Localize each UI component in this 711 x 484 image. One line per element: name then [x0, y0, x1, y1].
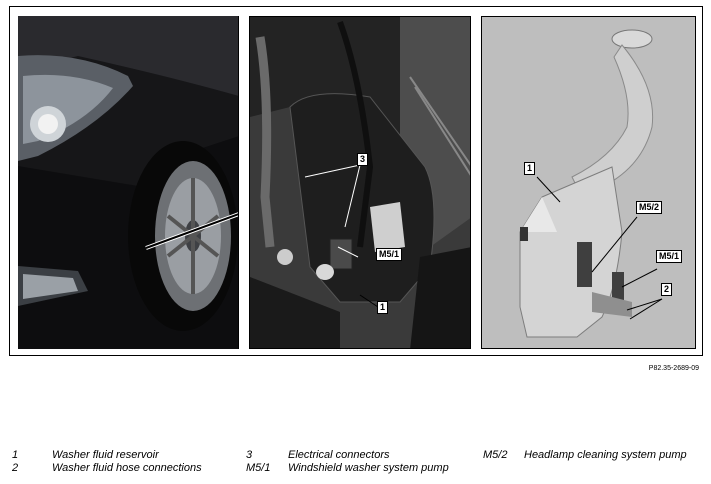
callout-m5-1: M5/1 [656, 250, 683, 263]
legend-text: Windshield washer system pump [288, 462, 449, 474]
callout-1: 1 [524, 162, 536, 175]
callout-2: 2 [661, 283, 673, 296]
legend-num: M5/2 [483, 449, 508, 461]
reservoir-illustration [481, 16, 696, 349]
legend-num: 2 [12, 462, 19, 474]
callout-m5-1: M5/1 [376, 248, 403, 261]
callout-1: 1 [377, 301, 389, 314]
callout-3: 3 [357, 153, 369, 166]
vehicle-front-photo [18, 16, 239, 349]
legend-num: M5/1 [246, 462, 271, 474]
legend-text: Electrical connectors [288, 449, 390, 461]
figure-code: P82.35-2689-09 [648, 365, 699, 372]
reservoir-installed-photo [249, 16, 471, 349]
legend-text: Washer fluid hose connections [52, 462, 202, 474]
legend-num: 1 [12, 449, 19, 461]
legend-num: 3 [246, 449, 253, 461]
figure-frame: 3 M5/1 1 1 M5/2 M5/1 2 [9, 6, 703, 356]
callout-m5-2: M5/2 [636, 201, 663, 214]
legend-text: Washer fluid reservoir [52, 449, 159, 461]
legend-text: Headlamp cleaning system pump [524, 449, 687, 461]
